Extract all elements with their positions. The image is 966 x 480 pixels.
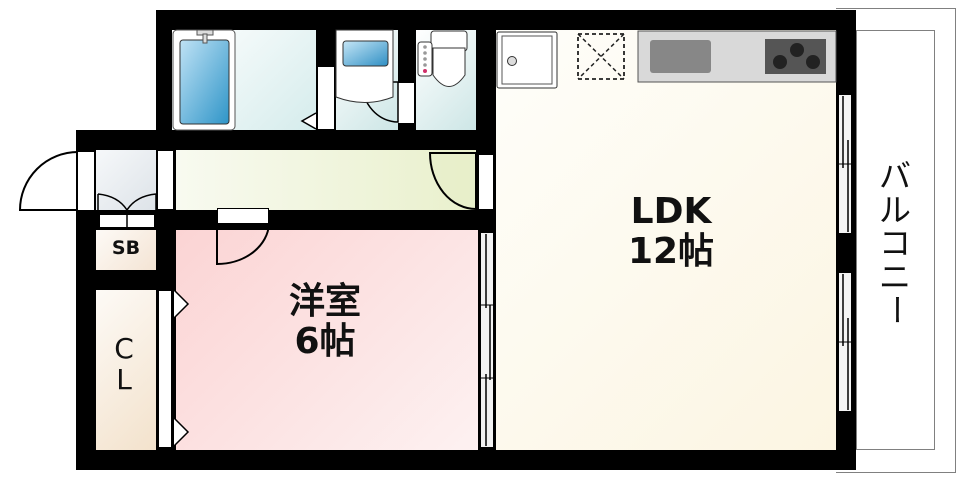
ldk-door-opening	[478, 154, 494, 210]
room-ldk-sliding-door[interactable]	[480, 232, 494, 448]
hall-door-opening	[157, 150, 174, 210]
western-room-label: 洋室 6帖	[250, 281, 400, 363]
wall-upper-left	[156, 10, 172, 140]
toilet-icon	[417, 30, 468, 87]
wall-bottom	[76, 450, 856, 470]
closet-floor	[96, 290, 156, 450]
balcony-char: コ	[878, 224, 911, 263]
ldk-label: LDK 12帖	[596, 191, 746, 273]
ldk-name: LDK	[630, 191, 712, 232]
bathtub-icon	[172, 29, 236, 131]
shoe-box-floor	[96, 230, 156, 270]
room-door-opening	[217, 208, 269, 224]
western-room-name: 洋室	[288, 281, 361, 322]
balcony-inner-rail	[856, 30, 935, 450]
kitchen-counter-icon	[637, 30, 837, 83]
balcony-char: バ	[878, 157, 911, 195]
balcony-char: ー	[876, 294, 915, 327]
western-room-size: 6帖	[294, 321, 356, 363]
closet-label: C L	[96, 332, 152, 396]
ldk-door-swing	[428, 152, 477, 211]
closet-line1: C	[114, 332, 134, 365]
shoe-box-label: SB	[111, 237, 141, 259]
balcony-label: バ ル コ ニ ー	[870, 157, 920, 327]
western-room-floor	[176, 230, 478, 450]
bath-door-fold	[300, 112, 317, 130]
wall-wet-area-bottom	[76, 130, 496, 150]
shoe-box-door-swing	[97, 193, 157, 228]
wall-left	[76, 130, 96, 470]
closet-line2: L	[116, 362, 132, 396]
washing-machine-pan-icon	[496, 31, 558, 89]
refrigerator-space-icon	[577, 33, 625, 80]
balcony-char: ル	[878, 190, 911, 229]
room-door-swing	[216, 223, 270, 266]
washbasin-icon	[335, 29, 394, 103]
front-door-swing	[18, 151, 79, 211]
ldk-floor	[496, 30, 836, 450]
washroom-door-opening	[318, 67, 334, 129]
balcony-char: ニ	[878, 257, 911, 296]
front-door-opening	[78, 152, 94, 210]
ldk-size: 12帖	[627, 231, 715, 273]
hallway-floor	[176, 150, 478, 210]
wall-hallway-bottom	[96, 210, 496, 230]
entrance-floor	[96, 150, 156, 210]
closet-door-track	[158, 290, 172, 448]
toilet-door-opening	[398, 83, 414, 123]
